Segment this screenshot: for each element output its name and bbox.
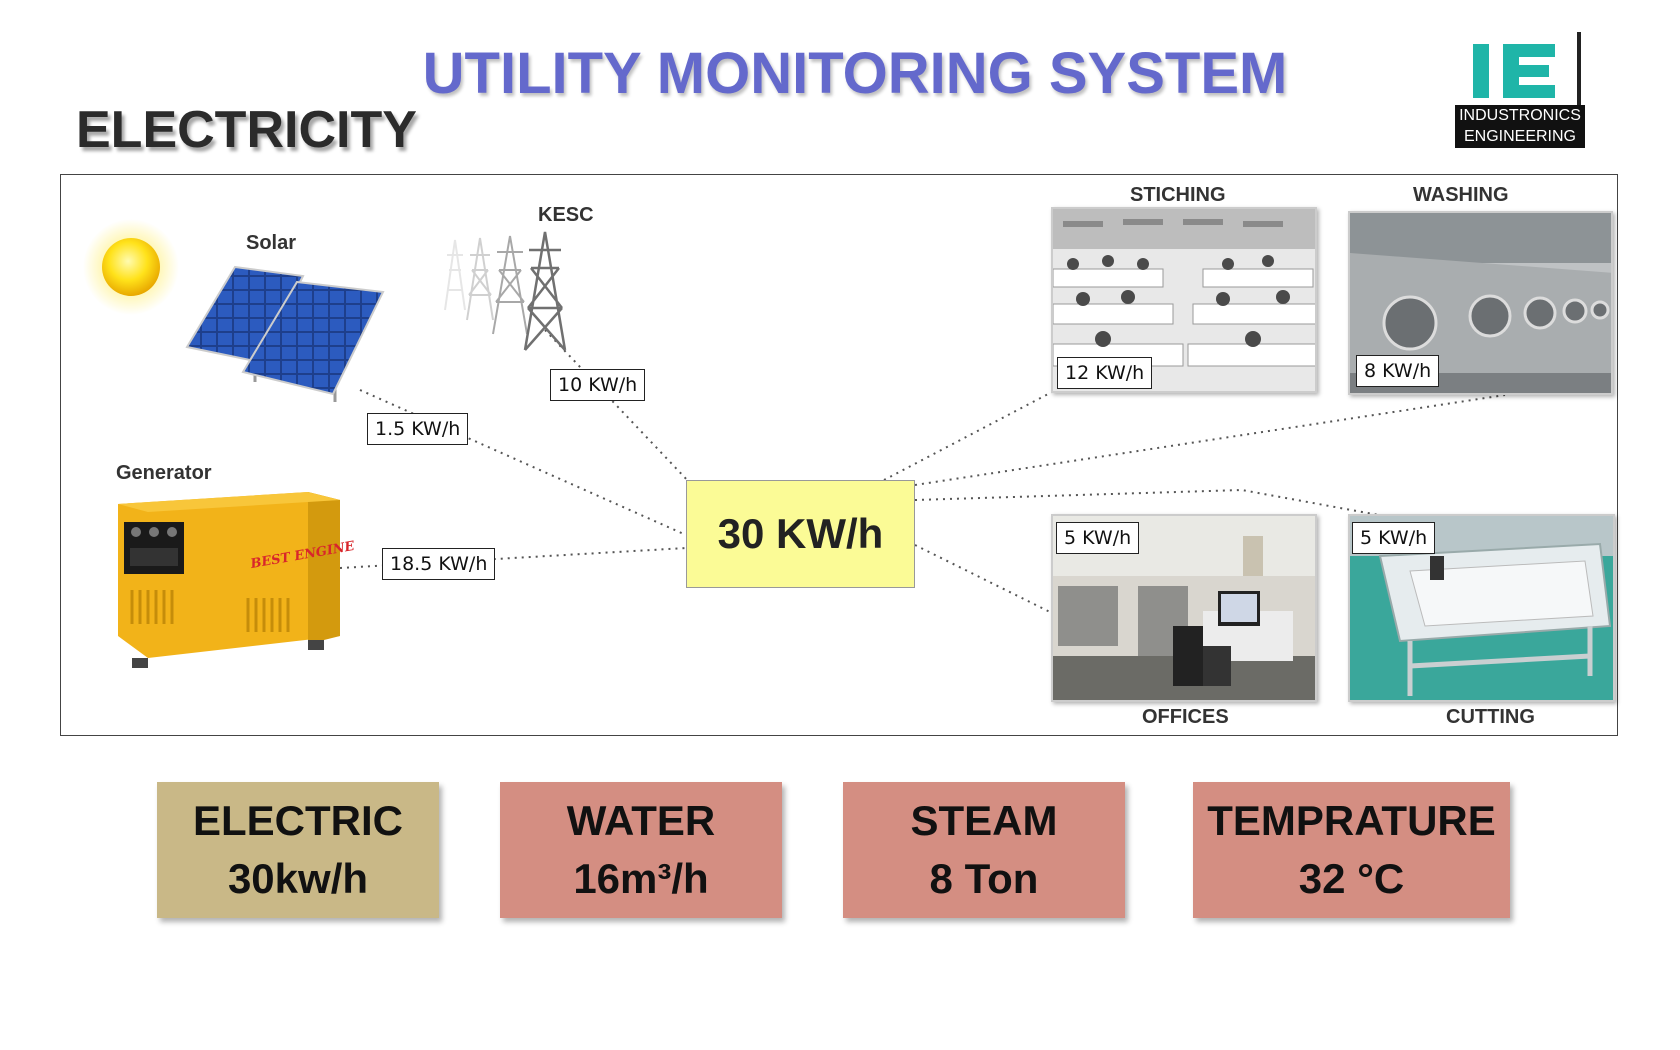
temperature-summary-card: TEMPRATURE 32 °C [1193,782,1510,918]
sun-icon [83,219,179,315]
page-title: UTILITY MONITORING SYSTEM [422,41,1288,106]
solar-reading: 1.5 KW/h [367,413,469,445]
water-summary-value: 16m³/h [573,855,709,902]
company-logo: INDUSTRONICS ENGINEERING [1455,32,1585,148]
transmission-tower-icon [444,231,567,351]
total-consumption-box: 30 KW/h [686,480,915,588]
offices-reading: 5 KW/h [1056,522,1140,554]
logo-text: INDUSTRONICS ENGINEERING [1455,105,1585,148]
stitching-reading: 12 KW/h [1057,357,1153,389]
logo-line-1: INDUSTRONICS [1459,107,1581,124]
stitching-floor-icon [1053,209,1315,391]
generator-icon [118,492,340,668]
steam-summary-value: 8 Ton [929,855,1039,902]
electric-summary-value: 30kw/h [227,855,369,902]
solar-panel-icon [185,265,385,402]
kesc-reading: 10 KW/h [550,369,646,401]
electric-summary-name: ELECTRIC [193,797,403,844]
electric-summary-card: ELECTRIC 30kw/h [157,782,439,918]
cutting-label: CUTTING [1446,706,1535,728]
generator-label: Generator [116,462,212,484]
total-consumption-value: 30 KW/h [717,510,884,557]
water-summary-card: WATER 16m³/h [500,782,782,918]
generator-reading: 18.5 KW/h [382,548,496,580]
cutting-reading: 5 KW/h [1352,522,1436,554]
offices-label: OFFICES [1142,706,1229,728]
diagram-frame [60,174,1618,736]
logo-line-2: ENGINEERING [1463,128,1576,145]
logo-mark-icon [1455,32,1585,105]
section-heading: ELECTRICITY [76,101,417,159]
stitching-photo [1051,207,1317,393]
steam-summary-name: STEAM [910,797,1058,844]
steam-summary-card: STEAM 8 Ton [843,782,1125,918]
washing-label: WASHING [1413,184,1509,206]
water-summary-name: WATER [566,797,716,844]
solar-label: Solar [246,232,297,254]
kesc-label: KESC [538,204,594,226]
temperature-summary-name: TEMPRATURE [1207,797,1496,844]
washing-reading: 8 KW/h [1356,355,1440,387]
temperature-summary-value: 32 °C [1298,855,1405,902]
stitching-label: STICHING [1130,184,1226,206]
